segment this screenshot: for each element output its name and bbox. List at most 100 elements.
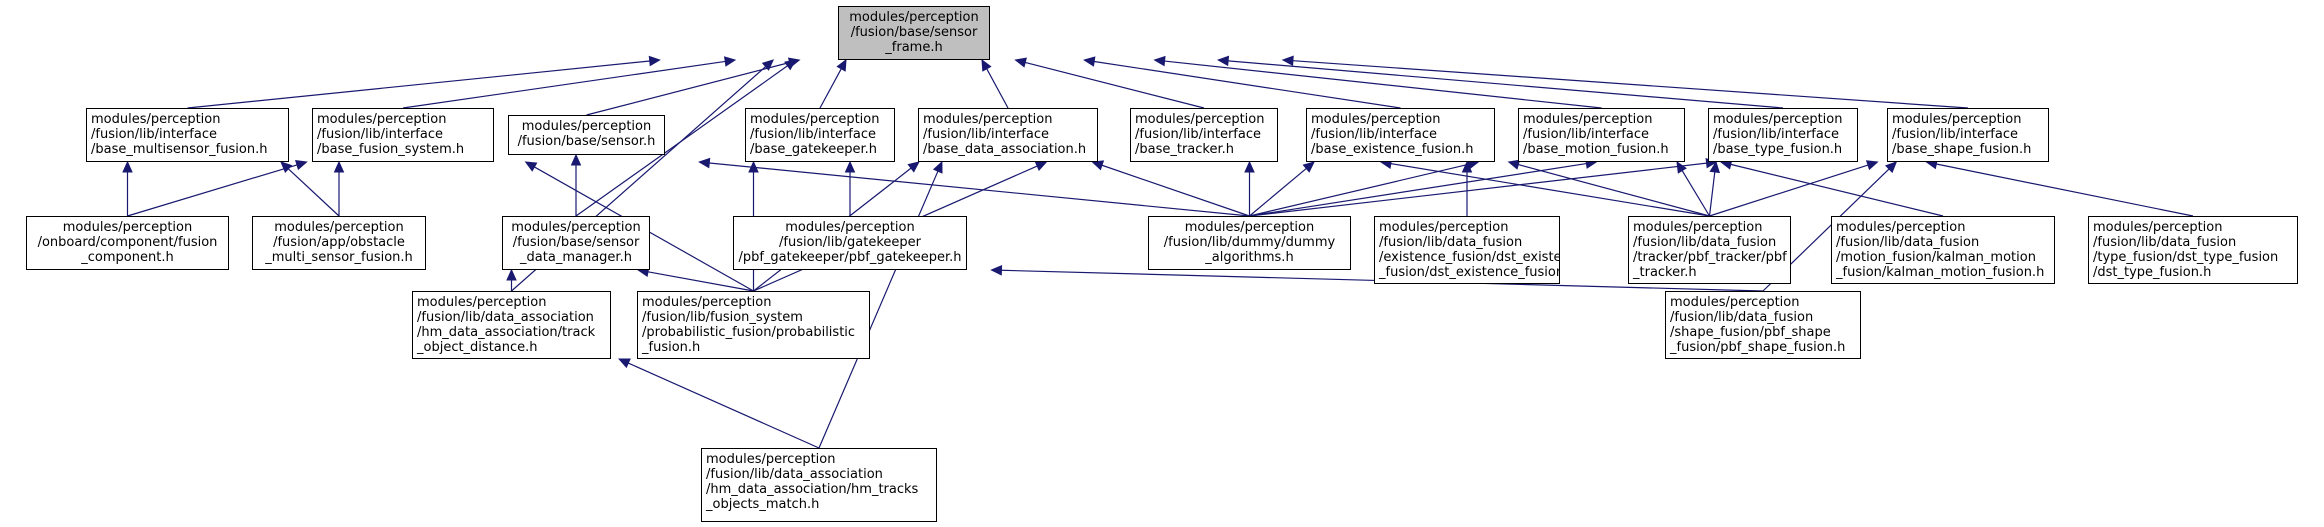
node-label-line: /fusion/lib/data_association [417, 310, 594, 325]
node-label-line: /onboard/component/fusion [37, 235, 218, 250]
node-label-line: /base_data_association.h [923, 142, 1087, 157]
node-pbf-gatekeeper[interactable]: modules/perception /fusion/lib/gatekeepe… [733, 216, 967, 270]
node-fusion-component[interactable]: modules/perception /onboard/component/fu… [26, 216, 229, 270]
node-base-data-association[interactable]: modules/perception /fusion/lib/interface… [918, 108, 1098, 162]
node-label-line: /shape_fusion/pbf_shape [1670, 325, 1831, 340]
node-label-line: /fusion/lib/interface [1311, 127, 1437, 142]
edge-dst_type-to-type_base [1925, 158, 2194, 217]
edge-pbf_tracker-to-type_base [1708, 160, 1721, 217]
node-label-line: /fusion/lib/fusion_system [642, 310, 803, 325]
node-base-multisensor-fusion[interactable]: modules/perception /fusion/lib/interface… [86, 108, 289, 162]
node-label-line: /fusion/app/obstacle [273, 235, 405, 250]
node-hm-tracks-objects-match[interactable]: modules/perception /fusion/lib/data_asso… [701, 448, 937, 522]
node-label-line: modules/perception [1523, 112, 1653, 127]
edge-dummy-to-type_base [1249, 158, 1598, 217]
node-label-line: modules/perception [1713, 112, 1843, 127]
node-label-line: /pbf_gatekeeper/pbf_gatekeeper.h [738, 250, 962, 265]
node-label-line: /motion_fusion/kalman_motion [1836, 250, 2036, 265]
node-label-line: /type_fusion/dst_type_fusion [2093, 250, 2279, 265]
node-label-line: /hm_data_association/hm_tracks [706, 482, 919, 497]
node-label-line: /fusion/lib/gatekeeper [779, 235, 921, 250]
node-label-line: _algorithms.h [1205, 250, 1294, 265]
node-label-line: /fusion/base/sensor [850, 25, 978, 40]
edge-data_assoc-to-root [981, 58, 1009, 109]
node-pbf-shape-fusion[interactable]: modules/perception /fusion/lib/data_fusi… [1665, 291, 1861, 359]
edge-motion_base-to-root [1153, 55, 1602, 109]
node-pbf-tracker[interactable]: modules/perception /fusion/lib/data_fusi… [1628, 216, 1791, 284]
node-label-line: _fusion.h [642, 340, 701, 355]
node-track-object-distance[interactable]: modules/perception /fusion/lib/data_asso… [412, 291, 611, 359]
node-kalman-motion-fusion[interactable]: modules/perception /fusion/lib/data_fusi… [1831, 216, 2055, 284]
edge-type_base-to-root [1216, 55, 1784, 109]
edge-pbf_tracker-to-existence_base [1507, 159, 1710, 217]
node-label-line: /base_type_fusion.h [1713, 142, 1843, 157]
edge-multisensor-to-root [187, 55, 661, 109]
edge-fusion_component-to-multisensor [122, 160, 133, 216]
node-base-type-fusion[interactable]: modules/perception /fusion/lib/interface… [1708, 108, 1858, 162]
node-label-line: modules/perception [521, 119, 652, 134]
node-dst-existence-fusion[interactable]: modules/perception /fusion/lib/data_fusi… [1374, 216, 1560, 284]
node-sensor-data-manager[interactable]: modules/perception /fusion/base/sensor _… [502, 216, 650, 270]
node-base-shape-fusion[interactable]: modules/perception /fusion/lib/interface… [1887, 108, 2049, 162]
node-label-line: modules/perception [1184, 220, 1315, 235]
node-label-line: _fusion/dst_existence_fusion.h [1379, 265, 1560, 280]
node-label-line: /fusion/base/sensor [512, 235, 640, 250]
node-label-line: /fusion/lib/interface [923, 127, 1049, 142]
node-label-line: _object_distance.h [417, 340, 538, 355]
node-label-line: modules/perception [750, 112, 880, 127]
node-label-line: /hm_data_association/track [417, 325, 596, 340]
edge-kalman-to-motion_base [1719, 159, 1944, 217]
node-label-line: modules/perception [274, 220, 404, 235]
node-label-line: modules/perception [91, 112, 221, 127]
edge-dummy-to-fusion_system [698, 157, 1250, 217]
node-base-existence-fusion[interactable]: modules/perception /fusion/lib/interface… [1306, 108, 1495, 162]
node-label-line: _objects_match.h [706, 497, 820, 512]
node-label-line: _fusion/pbf_shape_fusion.h [1670, 340, 1846, 355]
node-label-line: /fusion/lib/dummy/dummy [1163, 235, 1336, 250]
node-sensor-frame-root[interactable]: modules/perception /fusion/base/sensor _… [838, 6, 990, 60]
node-label-line: /fusion/lib/data_fusion [2093, 235, 2237, 250]
node-base-motion-fusion[interactable]: modules/perception /fusion/lib/interface… [1518, 108, 1685, 162]
node-label-line: modules/perception [1311, 112, 1441, 127]
node-label-line: modules/perception [1836, 220, 1966, 235]
edge-dst_existence-to-existence_base [1461, 160, 1473, 216]
edge-data_manager-to-sensor [570, 153, 582, 216]
node-label-line: /base_fusion_system.h [317, 142, 465, 157]
edge-probabilistic-to-data_manager [636, 266, 754, 292]
node-label-line: modules/perception [706, 452, 836, 467]
node-probabilistic-fusion[interactable]: modules/perception /fusion/lib/fusion_sy… [637, 291, 870, 359]
node-base-gatekeeper[interactable]: modules/perception /fusion/lib/interface… [745, 108, 895, 162]
node-label-line: /base_motion_fusion.h [1523, 142, 1669, 157]
node-label-line: modules/perception [2093, 220, 2223, 235]
edge-dummy-to-existence_base [1249, 161, 1315, 217]
edge-pbf_tracker-to-shape_base [1709, 160, 1879, 217]
node-label-line: /fusion/lib/data_association [706, 467, 883, 482]
node-dst-type-fusion[interactable]: modules/perception /fusion/lib/data_fusi… [2088, 216, 2298, 284]
node-label-line: modules/perception [417, 295, 547, 310]
node-label-line: modules/perception [1892, 112, 2022, 127]
node-label-line: modules/perception [923, 112, 1053, 127]
node-label-line: _data_manager.h [520, 250, 632, 265]
node-label-line: modules/perception [1670, 295, 1800, 310]
edge-dummy-to-tracker_base [1244, 160, 1255, 216]
node-label-line: /fusion/lib/data_fusion [1379, 235, 1523, 250]
edge-tracks_match-to-track_distance [617, 358, 820, 449]
node-label-line: _multi_sensor_fusion.h [265, 250, 413, 265]
node-label-line: /fusion/lib/interface [750, 127, 876, 142]
node-label-line: _frame.h [885, 40, 943, 55]
node-base-fusion-system[interactable]: modules/perception /fusion/lib/interface… [312, 108, 494, 162]
edge-fusion_system-to-root [402, 56, 737, 109]
node-dummy-algorithms[interactable]: modules/perception /fusion/lib/dummy/dum… [1148, 216, 1351, 270]
node-label-line: /fusion/lib/interface [1135, 127, 1261, 142]
edge-tracker_base-to-root [1014, 57, 1205, 109]
node-sensor[interactable]: modules/perception /fusion/base/sensor.h [508, 115, 665, 155]
edge-obstacle-to-multisensor [280, 161, 340, 217]
node-label-line: /fusion/lib/data_fusion [1670, 310, 1814, 325]
node-label-line: /fusion/base/sensor.h [517, 134, 656, 149]
node-label-line: /tracker/pbf_tracker/pbf [1633, 250, 1787, 265]
node-obstacle-multi-sensor-fusion[interactable]: modules/perception /fusion/app/obstacle … [252, 216, 426, 270]
node-label-line: _tracker.h [1633, 265, 1697, 280]
node-base-tracker[interactable]: modules/perception /fusion/lib/interface… [1130, 108, 1278, 162]
